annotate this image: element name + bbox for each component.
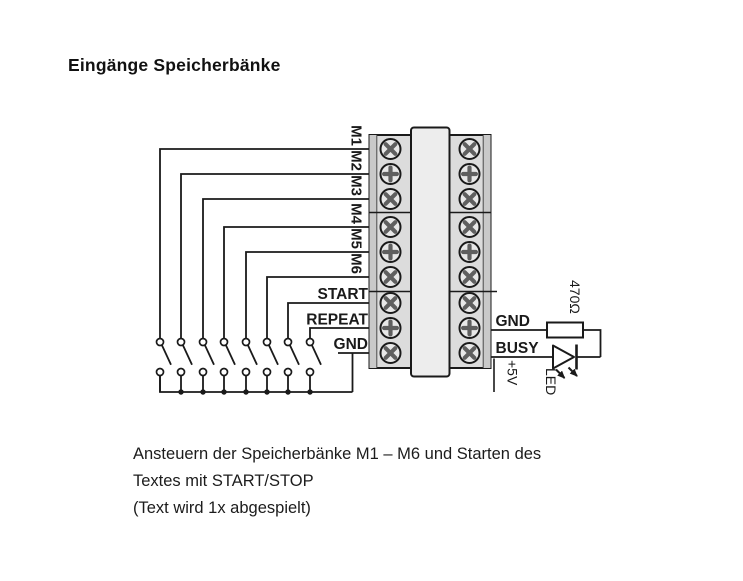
bus-junction-dots	[178, 389, 313, 395]
switch-icon	[283, 337, 300, 393]
wire-m5	[245, 251, 370, 339]
terminal-block	[368, 126, 497, 378]
screw-terminal-icon	[460, 164, 480, 184]
figure-caption: Ansteuern der Speicherbänke M1 – M6 und …	[133, 441, 541, 522]
bank-label-m1: M1	[348, 125, 365, 146]
screw-terminal-icon	[381, 164, 401, 184]
bank-label-m4: M4	[348, 203, 365, 224]
wire-m6	[266, 276, 370, 339]
switch-icon	[305, 337, 322, 393]
led-light-arrows-icon	[555, 366, 578, 379]
terminal-screws-right	[460, 139, 480, 363]
bank-label-m6: M6	[348, 253, 365, 274]
pin-label-gnd-left: GND	[334, 336, 368, 353]
diagram-labels: M1 M2 M3 M4 M5 M6 START REPEAT GND GND B…	[306, 125, 583, 395]
caption-line: Ansteuern der Speicherbänke M1 – M6 und …	[133, 445, 542, 463]
switch-icon	[241, 337, 258, 393]
wire-start	[287, 302, 370, 339]
switch-row	[155, 337, 322, 393]
pin-label-gnd-right: GND	[496, 313, 530, 330]
screw-terminal-icon	[381, 217, 401, 237]
switch-icon	[176, 337, 193, 393]
screw-terminal-icon	[460, 139, 480, 159]
screw-terminal-icon	[460, 293, 480, 313]
screw-terminal-icon	[381, 318, 401, 338]
wire-repeat	[309, 327, 370, 339]
screw-terminal-icon	[381, 242, 401, 262]
terminal-screws-left	[381, 139, 401, 363]
terminal-block-body	[410, 126, 451, 378]
screw-terminal-icon	[381, 189, 401, 209]
resistor-value-label: 470Ω	[567, 280, 583, 314]
wire-m3	[202, 198, 370, 339]
screw-terminal-icon	[381, 267, 401, 287]
switch-icon	[262, 337, 279, 393]
supply-label: +5V	[505, 360, 521, 386]
screw-terminal-icon	[460, 189, 480, 209]
bank-label-m2: M2	[348, 150, 365, 171]
pin-label-start: START	[317, 286, 368, 303]
signal-wires	[159, 148, 370, 393]
caption-line: Textes mit START/STOP	[133, 472, 314, 490]
led-label: LED	[543, 368, 559, 395]
wire-m2	[180, 173, 370, 339]
screw-terminal-icon	[381, 293, 401, 313]
bank-label-m5: M5	[348, 228, 365, 249]
led-icon	[552, 344, 601, 370]
page-title: Eingänge Speicherbänke	[68, 55, 281, 75]
screw-terminal-icon	[460, 242, 480, 262]
screw-terminal-icon	[381, 343, 401, 363]
terminal-group-dividers	[369, 211, 497, 293]
wire-m1	[159, 148, 370, 339]
screw-terminal-icon	[460, 217, 480, 237]
switch-icon	[155, 337, 172, 393]
pin-label-repeat: REPEAT	[306, 312, 368, 329]
wire-m4	[223, 226, 370, 339]
bank-label-m3: M3	[348, 175, 365, 196]
ground-bus	[159, 375, 353, 393]
pin-label-busy: BUSY	[496, 340, 540, 357]
switch-icon	[198, 337, 215, 393]
screw-terminal-icon	[460, 318, 480, 338]
resistor-icon	[546, 321, 584, 339]
switch-icon	[219, 337, 236, 393]
screw-terminal-icon	[460, 343, 480, 363]
led-circuit	[490, 321, 602, 392]
screw-terminal-icon	[381, 139, 401, 159]
caption-line: (Text wird 1x abgespielt)	[133, 499, 311, 517]
screw-terminal-icon	[460, 267, 480, 287]
